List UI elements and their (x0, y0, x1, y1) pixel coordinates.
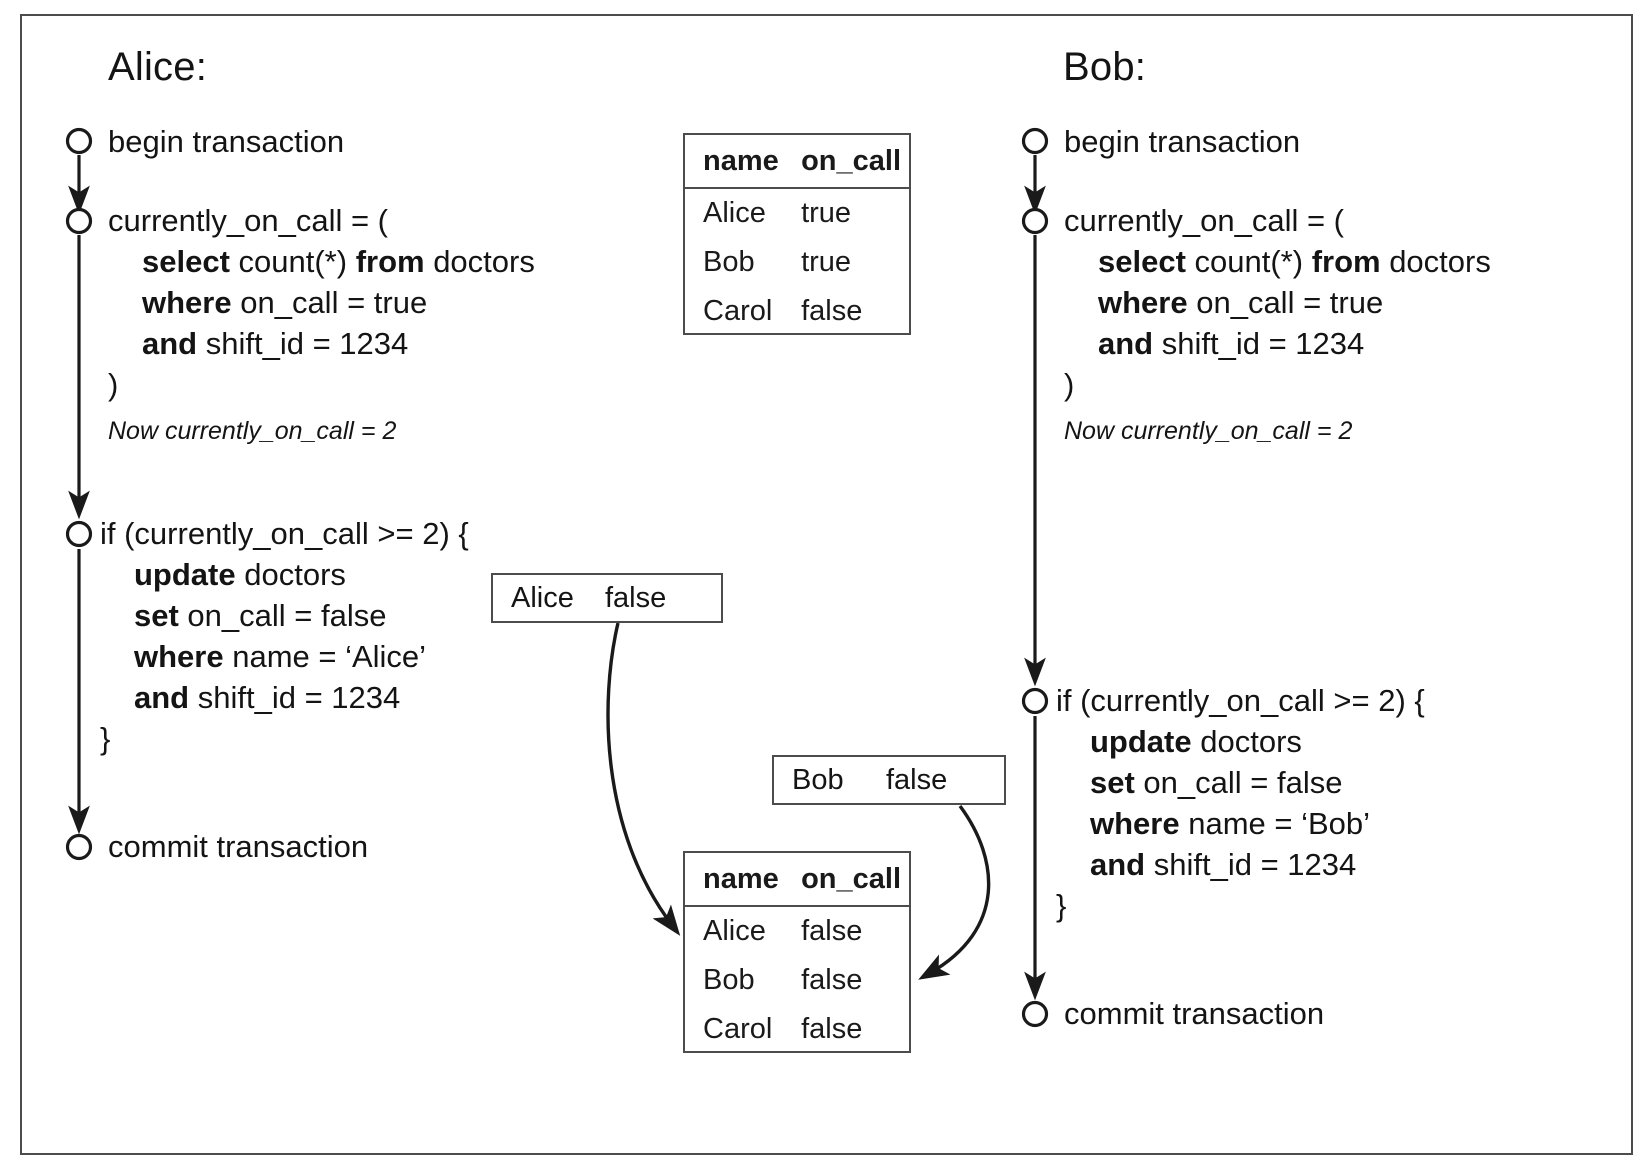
alice-step-begin: begin transaction (108, 124, 345, 159)
cell-name: Alice (703, 915, 766, 947)
bob-note-currently-on-call: Now currently_on_call = 2 (1064, 417, 1353, 445)
alice-step-commit: commit transaction (108, 829, 369, 864)
bob-step-begin: begin transaction (1064, 124, 1301, 159)
table-header-row: name on_call (685, 853, 909, 907)
cell-on-call: false (801, 964, 863, 996)
column-header-on-call: on_call (801, 144, 902, 177)
cell-name: Bob (703, 964, 755, 996)
update-on-call: false (605, 581, 667, 614)
table-header-row: name on_call (685, 135, 909, 189)
alice-step-select: currently_on_call = ( select count(*) fr… (108, 203, 535, 402)
cell-name: Bob (703, 246, 755, 278)
column-header-name: name (703, 144, 779, 177)
bob-update-row: Bob false (772, 755, 1006, 805)
table-row: Bob false (685, 956, 909, 1005)
update-name: Bob (792, 763, 844, 796)
cell-on-call: false (801, 915, 863, 947)
table-row: Alice true (685, 189, 909, 238)
doctors-table-before: name on_call Alice true Bob true Carol f… (683, 133, 911, 335)
alice-step-if-update: if (currently_on_call >= 2) { update doc… (100, 516, 469, 756)
bob-step-commit: commit transaction (1064, 996, 1325, 1031)
alice-update-row: Alice false (491, 573, 723, 623)
table-row: Carol false (685, 287, 909, 336)
cell-on-call: true (801, 197, 852, 229)
alice-column-title: Alice: (108, 45, 208, 89)
cell-name: Alice (703, 197, 766, 229)
cell-on-call: false (801, 1013, 863, 1045)
column-header-on-call: on_call (801, 862, 902, 895)
table-row: Bob true (685, 238, 909, 287)
table-row: Alice false (685, 907, 909, 956)
cell-on-call: false (801, 295, 863, 327)
cell-on-call: true (801, 246, 852, 278)
table-row: Carol false (685, 1005, 909, 1054)
bob-step-select: currently_on_call = ( select count(*) fr… (1064, 203, 1491, 402)
update-on-call: false (886, 763, 948, 796)
cell-name: Carol (703, 1013, 773, 1045)
cell-name: Carol (703, 295, 773, 327)
update-name: Alice (511, 581, 574, 614)
alice-note-currently-on-call: Now currently_on_call = 2 (108, 417, 397, 445)
column-header-name: name (703, 862, 779, 895)
bob-column-title: Bob: (1063, 45, 1147, 89)
bob-step-if-update: if (currently_on_call >= 2) { update doc… (1056, 683, 1425, 923)
doctors-table-after: name on_call Alice false Bob false Carol… (683, 851, 911, 1053)
